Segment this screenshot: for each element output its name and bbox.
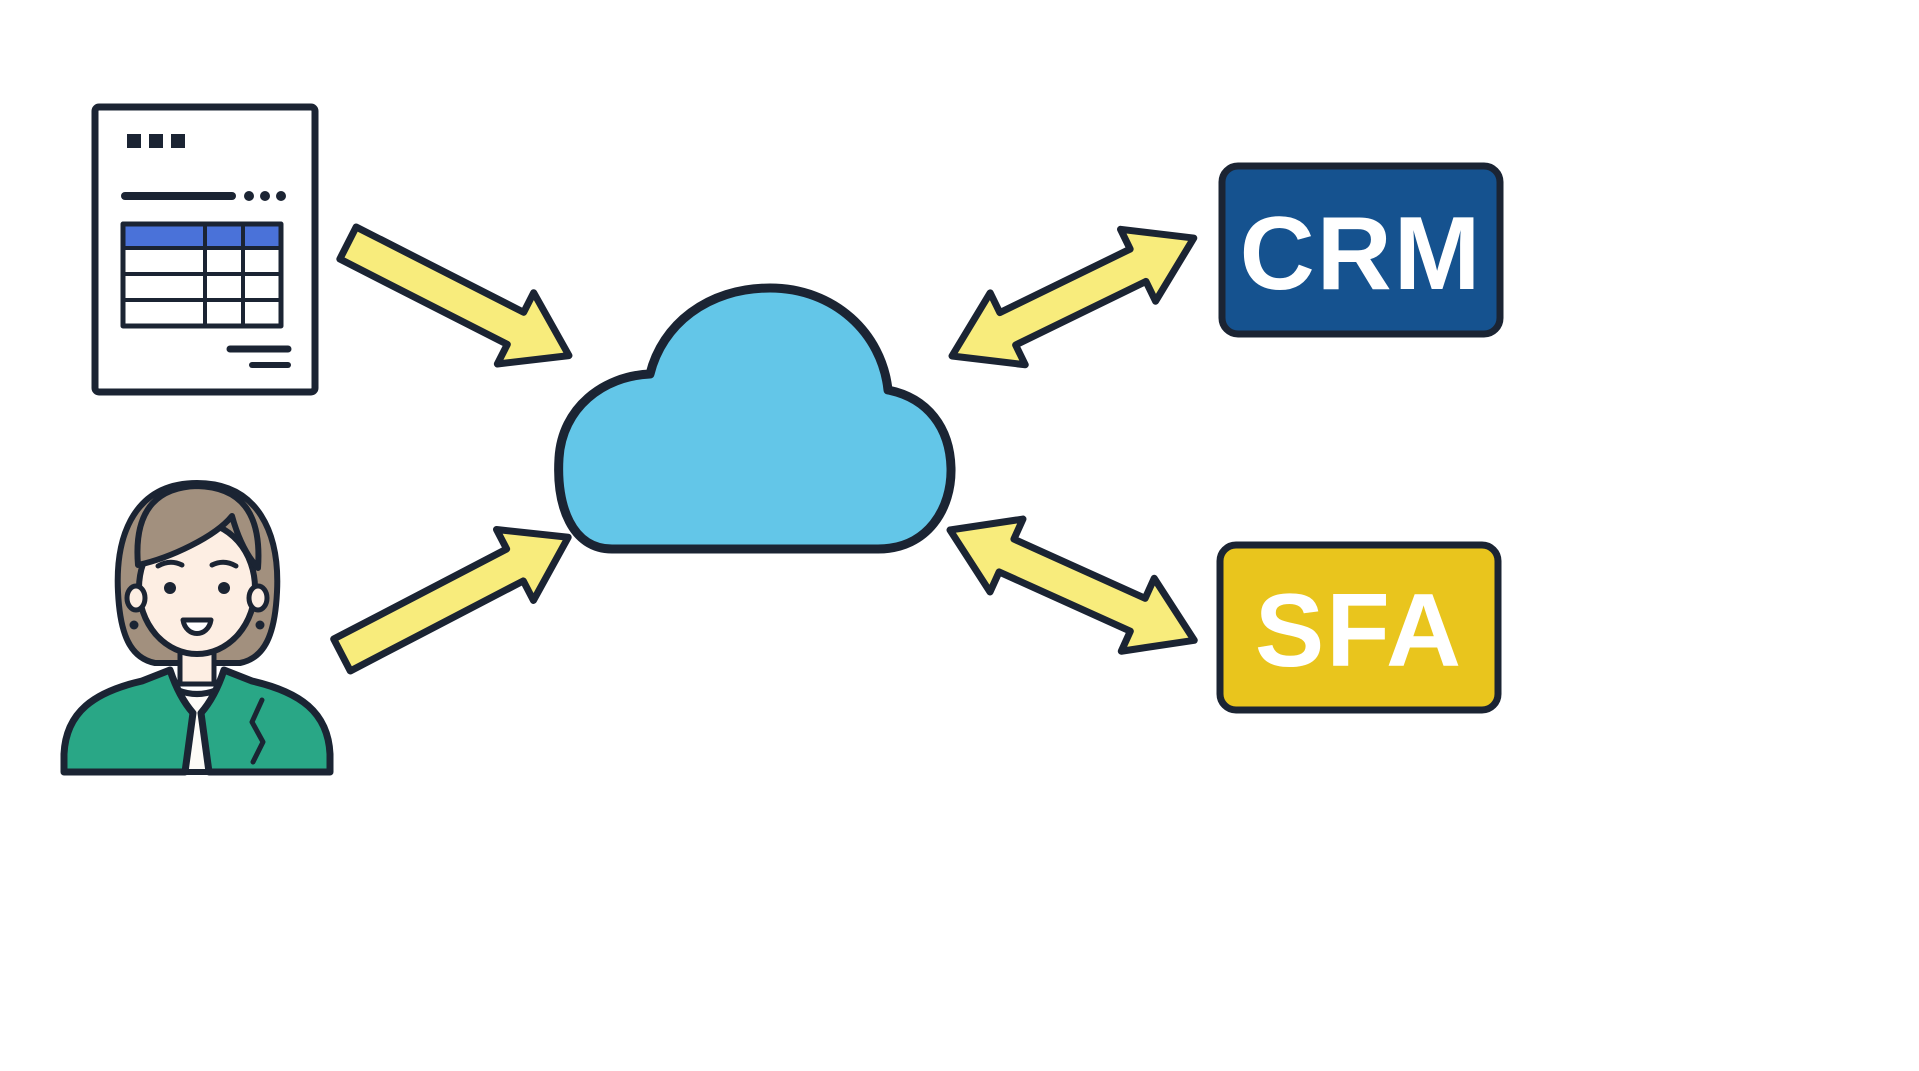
jacket-right	[197, 666, 334, 776]
cloud-icon	[554, 283, 956, 554]
left-earring	[129, 620, 139, 630]
left-ear	[124, 583, 148, 613]
cloud-shape	[554, 283, 956, 554]
eyes	[164, 582, 230, 594]
arrow-document-to-cloud	[336, 223, 573, 368]
arrow-cloud-crm-two-way	[948, 225, 1198, 369]
businesswoman-icon	[60, 480, 334, 776]
sfa-badge-box	[1216, 541, 1502, 714]
document-dots	[244, 191, 286, 201]
document-header-squares	[127, 134, 185, 148]
sfa-label: SFA	[1255, 573, 1463, 689]
right-ear	[246, 583, 270, 613]
sfa-badge: SFA	[1216, 541, 1502, 714]
arrow-person-to-cloud	[330, 525, 572, 675]
hair-bangs	[134, 483, 262, 571]
table-grid	[121, 222, 283, 328]
document-icon	[91, 103, 319, 396]
mouth	[180, 617, 214, 636]
right-earring	[255, 620, 265, 630]
document-footer-lines	[226, 345, 292, 368]
arrows	[330, 223, 1198, 675]
jacket-zigzag	[249, 697, 266, 765]
arrow-cloud-sfa-two-way	[946, 515, 1198, 655]
crm-badge-box	[1218, 162, 1504, 338]
table-border	[120, 221, 284, 329]
jacket-left	[60, 666, 197, 776]
crm-label: CRM	[1240, 196, 1483, 312]
document-table	[120, 221, 284, 329]
table-header-row	[125, 226, 279, 248]
crm-badge: CRM	[1218, 162, 1504, 338]
eyebrows	[155, 559, 239, 569]
